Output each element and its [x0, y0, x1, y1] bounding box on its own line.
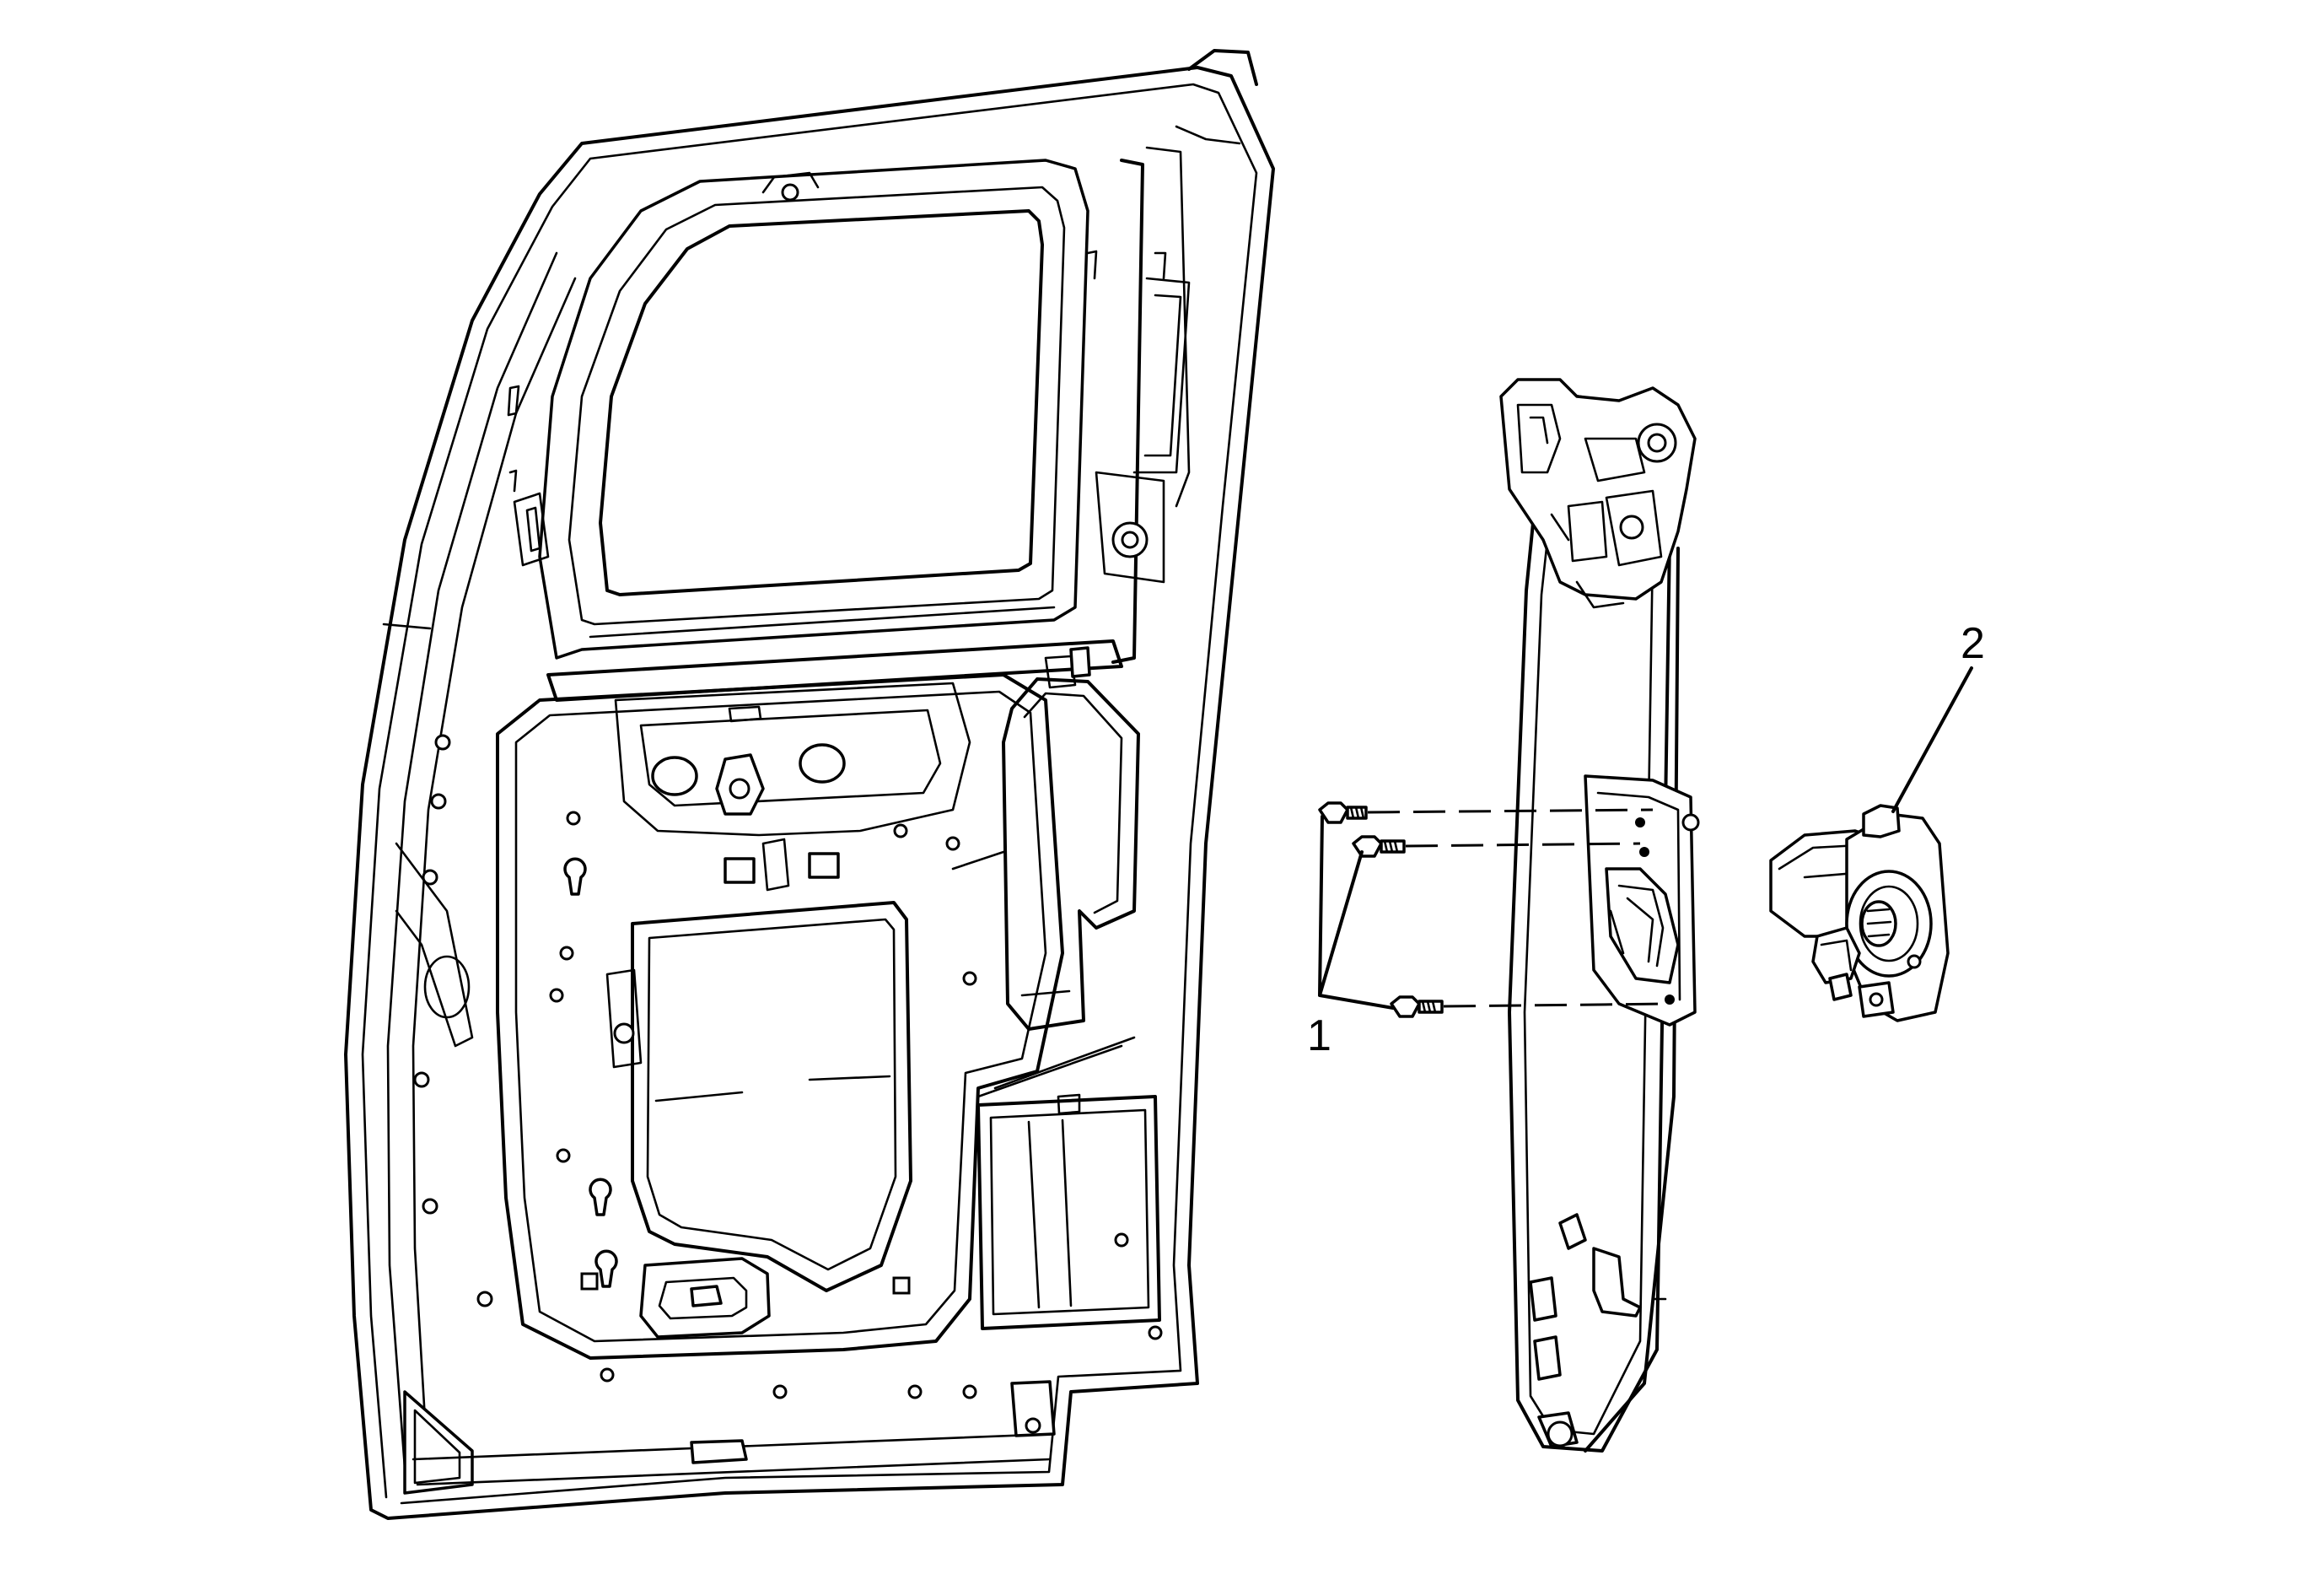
window-regulator-assembly	[1499, 378, 1700, 1453]
regulator-bolts	[1318, 801, 1672, 1018]
window-regulator-motor	[1769, 666, 1973, 1022]
bolt-upper-alignment-line	[1367, 808, 1654, 814]
bolt-upper	[1318, 801, 1368, 824]
bolt-middle-alignment-line	[1405, 842, 1641, 848]
bolt-lower-alignment-line	[1443, 1002, 1672, 1008]
callout-1-leader	[1318, 815, 1395, 1010]
callout-2-label: 2	[1961, 619, 1985, 668]
callout-1-label: 1	[1307, 1011, 1331, 1060]
panel-holes	[413, 734, 1163, 1399]
callout-2-leader	[1891, 666, 1973, 813]
bolt-lower	[1390, 995, 1444, 1018]
rear-door-inner-panel	[344, 49, 1275, 1520]
